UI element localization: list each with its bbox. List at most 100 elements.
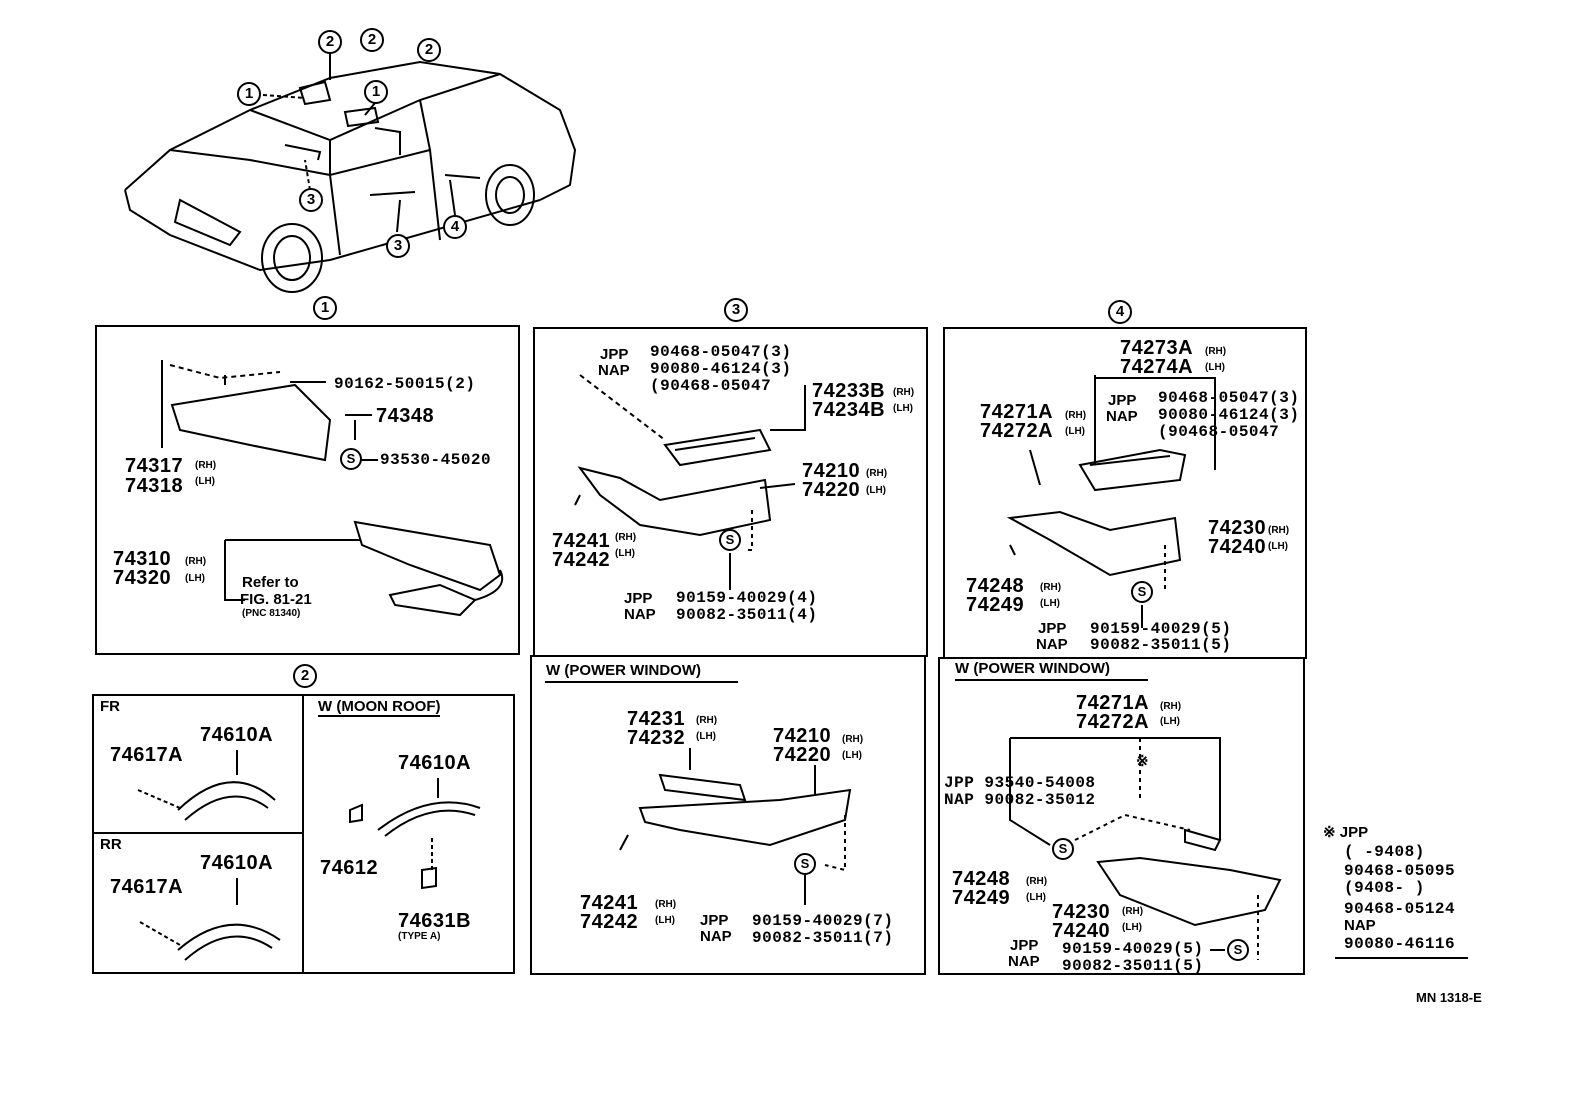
legend-part-90468-05124: 90468-05124: [1344, 900, 1456, 918]
part-90082-35012: NAP 90082-35012: [944, 791, 1096, 809]
moon-roof-tag: W (MOON ROOF): [318, 698, 441, 717]
part-74610A: 74610A: [398, 752, 472, 774]
part-74348: 74348: [376, 405, 435, 427]
rh-tag: (RH): [1160, 701, 1182, 712]
part-74249: 74249: [966, 594, 1025, 616]
part-74610A: 74610A: [200, 852, 274, 874]
jpp-label: JPP: [700, 912, 729, 929]
callout-2: 2: [417, 38, 441, 62]
refer-to-text: Refer to: [242, 574, 299, 591]
part-90082-35011: 90082-35011(7): [752, 929, 894, 947]
part-74271A: 74271A: [1076, 692, 1150, 714]
lh-tag: (LH): [615, 548, 635, 559]
part-74320: 74320: [113, 567, 172, 589]
part-74210: 74210: [802, 460, 861, 482]
part-74231: 74231: [627, 708, 686, 730]
part-74242: 74242: [552, 549, 611, 571]
part-74230: 74230: [1208, 517, 1267, 539]
part-93540-54008: JPP 93540-54008: [944, 774, 1096, 792]
part-90080-46124: 90080-46124(3): [1158, 406, 1300, 424]
nap-label: NAP: [700, 928, 732, 945]
part-93530-45020: 93530-45020: [380, 451, 492, 469]
lh-tag: (LH): [696, 731, 716, 742]
part-74310: 74310: [113, 548, 172, 570]
callout-2: 2: [318, 30, 342, 54]
lh-tag: (LH): [893, 403, 913, 414]
power-window-tag: W (POWER WINDOW): [546, 662, 701, 679]
rh-tag: (RH): [615, 532, 637, 543]
legend-nap: NAP: [1344, 917, 1376, 934]
lh-tag: (LH): [1065, 426, 1085, 437]
part-90159-40029: 90159-40029(5): [1090, 620, 1232, 638]
section-3-label: 3: [724, 298, 748, 322]
rh-tag: (RH): [893, 387, 915, 398]
nap-label: NAP: [1036, 636, 1068, 653]
callout-3: 3: [299, 188, 323, 212]
part-74241: 74241: [580, 892, 639, 914]
lh-tag: (LH): [655, 915, 675, 926]
fr-tag: FR: [100, 698, 120, 715]
part-74249: 74249: [952, 887, 1011, 909]
section-1-label: 1: [313, 296, 337, 320]
part-90468-05047-alt: (90468-05047: [1158, 423, 1280, 441]
diagram-code: MN 1318-E: [1416, 990, 1482, 1005]
part-90082-35011: 90082-35011(5): [1062, 957, 1204, 975]
part-74272A: 74272A: [980, 420, 1054, 442]
part-74318: 74318: [125, 475, 184, 497]
part-90468-05047: 90468-05047(3): [650, 343, 792, 361]
rh-tag: (RH): [1065, 410, 1087, 421]
s-symbol: S: [1052, 838, 1074, 860]
rh-tag: (RH): [866, 468, 888, 479]
lh-tag: (LH): [1026, 892, 1046, 903]
nap-label: NAP: [598, 362, 630, 379]
part-74273A: 74273A: [1120, 337, 1194, 359]
nap-label: NAP: [1106, 408, 1138, 425]
legend-jpp: ※ JPP: [1323, 824, 1369, 841]
part-90162-50015: 90162-50015(2): [334, 375, 476, 393]
jpp-label: JPP: [624, 590, 653, 607]
part-74242: 74242: [580, 911, 639, 933]
rr-tag: RR: [100, 836, 122, 853]
part-90082-35011: 90082-35011(5): [1090, 636, 1232, 654]
power-window-tag: W (POWER WINDOW): [955, 660, 1110, 677]
pnc-reference: (PNC 81340): [242, 608, 301, 619]
type-a-tag: (TYPE A): [398, 931, 441, 942]
lh-tag: (LH): [195, 476, 215, 487]
legend-part-90468-05095: 90468-05095: [1344, 862, 1456, 880]
s-symbol: S: [340, 448, 362, 470]
callout-2: 2: [360, 28, 384, 52]
lh-tag: (LH): [1040, 598, 1060, 609]
jpp-label: JPP: [1108, 392, 1137, 409]
rh-tag: (RH): [1026, 876, 1048, 887]
part-90468-05047-alt: (90468-05047: [650, 377, 772, 395]
rh-tag: (RH): [1268, 525, 1290, 536]
rh-tag: (RH): [1040, 582, 1062, 593]
part-90080-46124: 90080-46124(3): [650, 360, 792, 378]
rh-tag: (RH): [195, 460, 217, 471]
lh-tag: (LH): [842, 750, 862, 761]
part-74233B: 74233B: [812, 380, 886, 402]
part-90082-35011: 90082-35011(4): [676, 606, 818, 624]
rh-tag: (RH): [1205, 346, 1227, 357]
part-74317: 74317: [125, 455, 184, 477]
jpp-label: JPP: [1038, 620, 1067, 637]
callout-3: 3: [386, 234, 410, 258]
part-74631B: 74631B: [398, 910, 472, 932]
part-74271A: 74271A: [980, 401, 1054, 423]
part-74248: 74248: [952, 868, 1011, 890]
part-74241: 74241: [552, 530, 611, 552]
part-74272A: 74272A: [1076, 711, 1150, 733]
jpp-label: JPP: [600, 346, 629, 363]
lh-tag: (LH): [1160, 716, 1180, 727]
rh-tag: (RH): [696, 715, 718, 726]
rh-tag: (RH): [185, 556, 207, 567]
lh-tag: (LH): [866, 485, 886, 496]
callout-4: 4: [443, 215, 467, 239]
part-74612: 74612: [320, 857, 379, 879]
part-74617A: 74617A: [110, 744, 184, 766]
part-74240: 74240: [1052, 920, 1111, 942]
section-4-label: 4: [1108, 300, 1132, 324]
callout-1: 1: [364, 80, 388, 104]
part-90468-05047: 90468-05047(3): [1158, 389, 1300, 407]
